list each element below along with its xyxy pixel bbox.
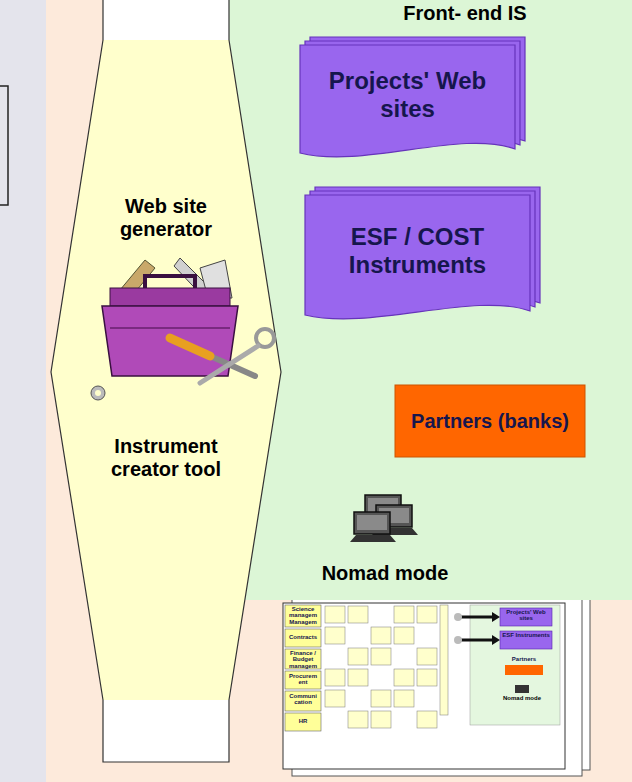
thumb-cell: Communi cation (285, 693, 321, 706)
tool-label: Web site generator (92, 195, 240, 241)
thumb-doc: ESF Instruments (500, 632, 552, 638)
document-label: Projects' Web sites (312, 67, 503, 122)
computers-icon (350, 495, 418, 542)
box-label: Partners (banks) (411, 410, 569, 433)
thumb-cell: Finance / Budget managem (285, 650, 321, 669)
thumb-box: Partners (503, 656, 545, 662)
cut-box-border (0, 86, 8, 205)
document-label: ESF / COST Instruments (317, 223, 518, 278)
document-stack: ESF / COST Instruments (305, 195, 530, 325)
thumb-doc: Projects' Web sites (500, 609, 552, 622)
tool-arrow-band: Web site generatorInstrument creator too… (50, 0, 282, 763)
document-stack: Projects' Web sites (300, 45, 515, 163)
thumb-cell: Science managem Managem (285, 606, 321, 625)
partner-box: Partners (banks) (395, 385, 585, 457)
thumb-cell: Contracts (285, 634, 321, 640)
band-outline (50, 0, 282, 763)
thumb-caption: Nomad mode (492, 695, 552, 701)
toolbox-illustration (91, 258, 274, 400)
thumb-cell: Procurem ent (285, 673, 321, 686)
tool-label: Instrument creator tool (92, 435, 240, 481)
icon-caption: Nomad mode (315, 563, 455, 584)
side-strip (0, 0, 46, 782)
slide-thumbnail (283, 588, 590, 776)
thumb-cell: HR (285, 718, 321, 724)
region-heading: Front- end IS (340, 2, 590, 25)
